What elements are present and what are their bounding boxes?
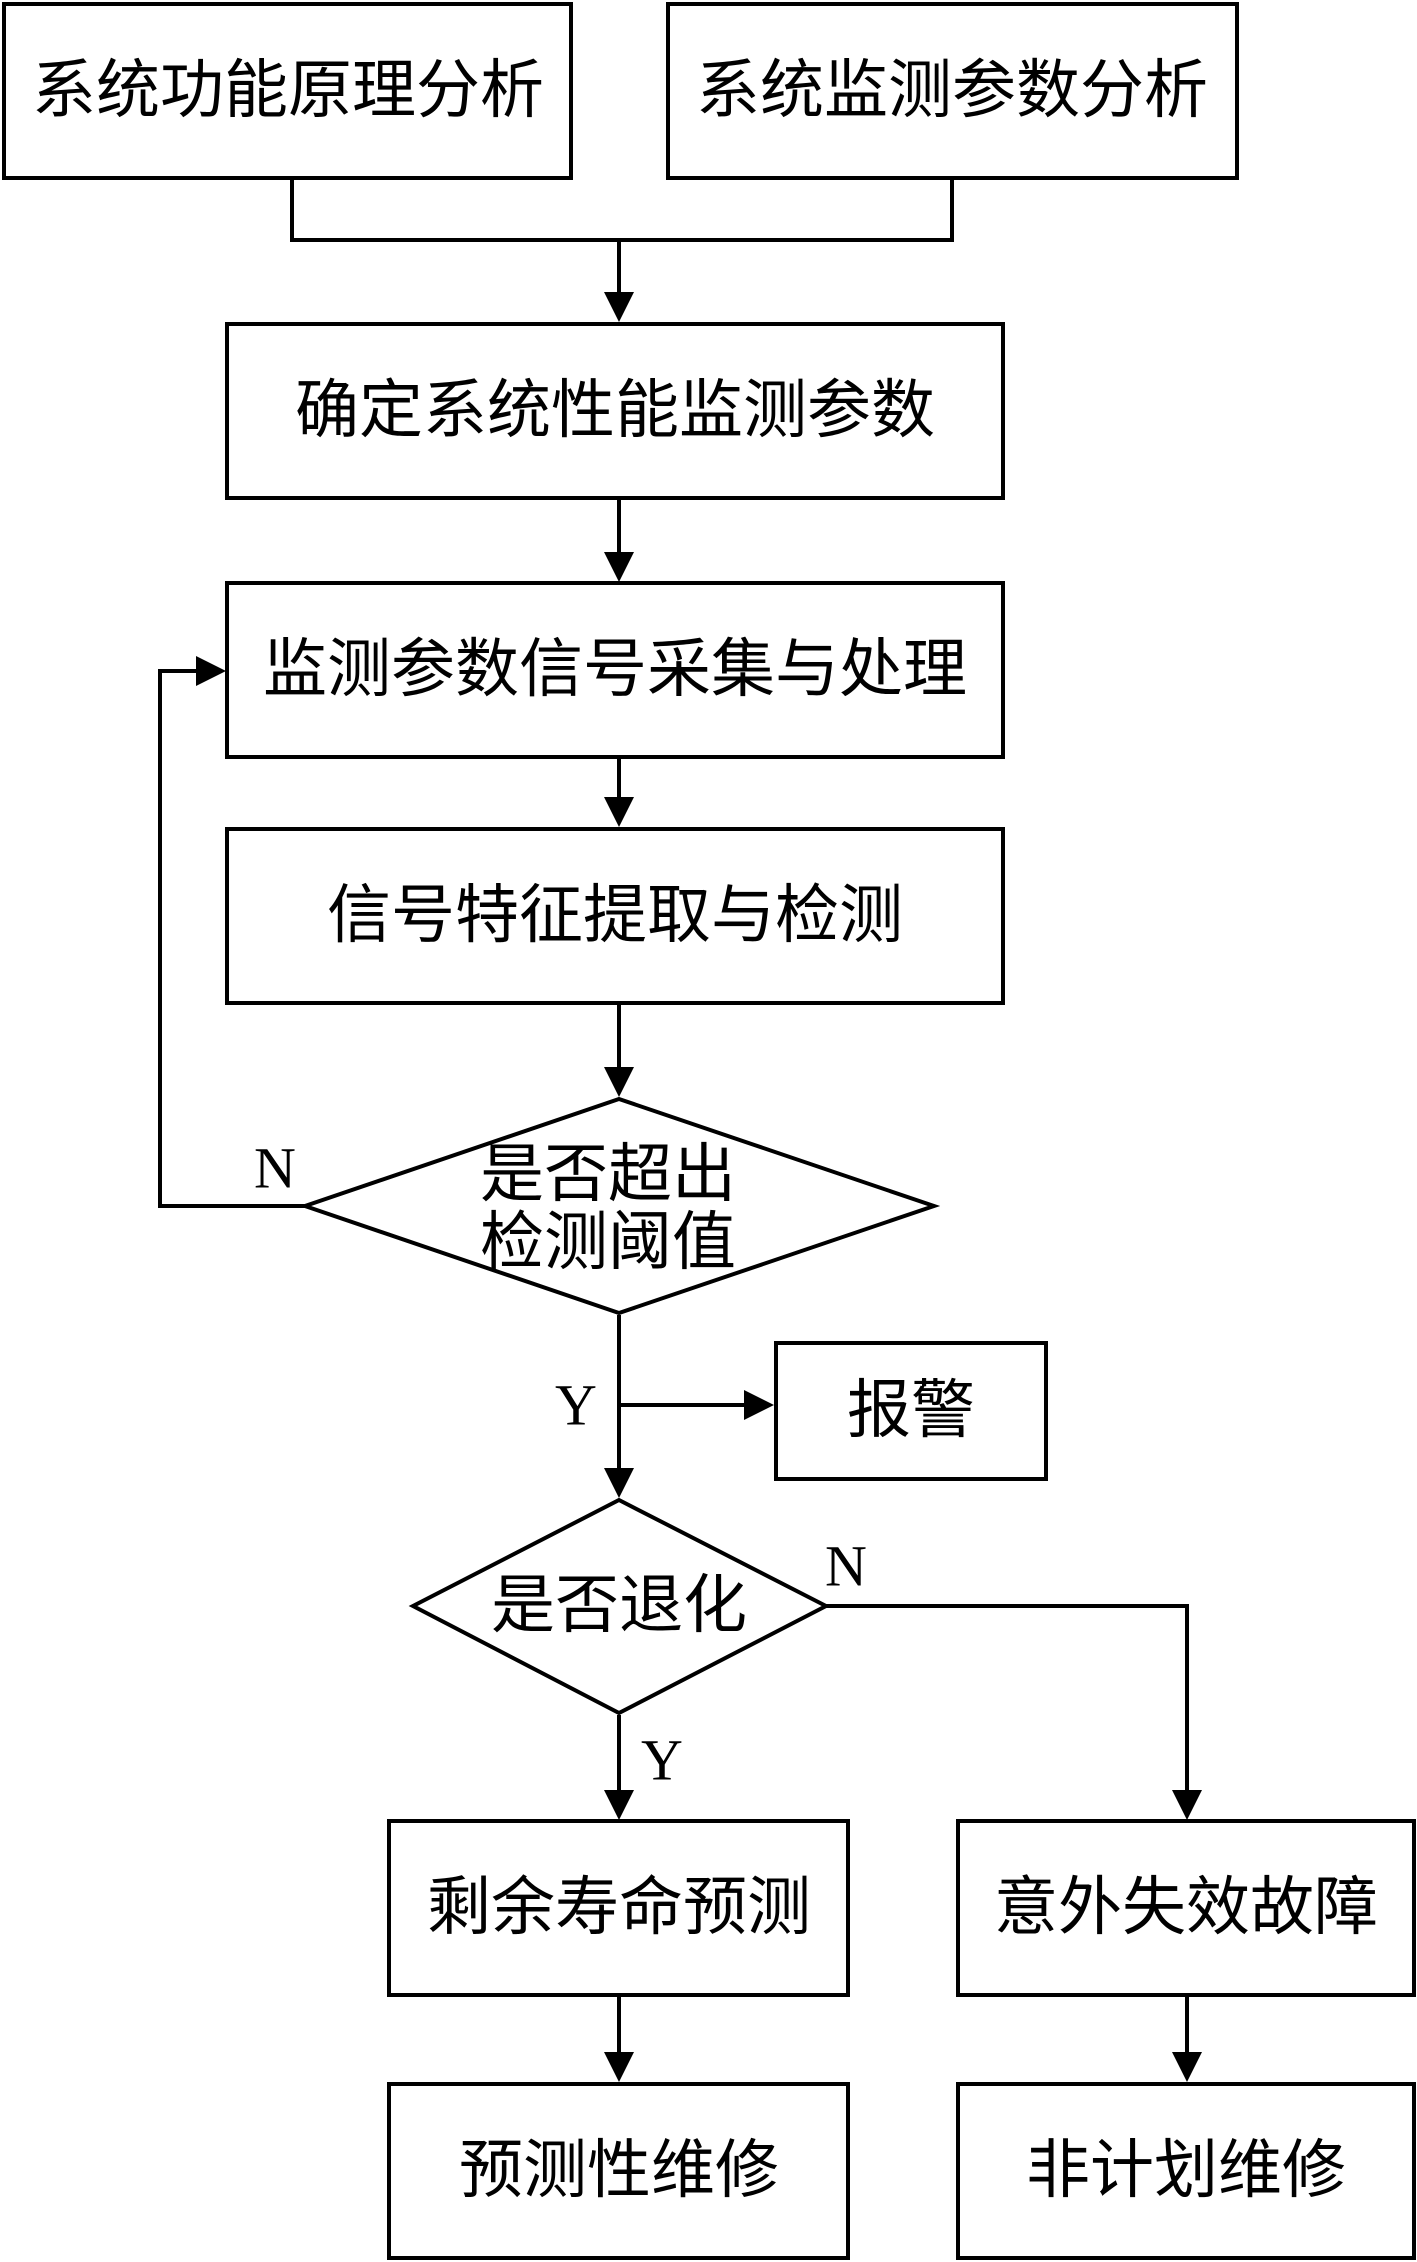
node-unexpected-failure-label: 意外失效故障 xyxy=(994,1871,1378,1945)
decision-threshold: 是否超出 检测阈值 xyxy=(298,1096,941,1316)
node-rul-prediction: 剩余寿命预测 xyxy=(387,1819,850,1997)
arrowhead-predictive xyxy=(604,2052,634,2082)
arrowhead-loop-back xyxy=(196,656,226,686)
node-sys-param-analysis: 系统监测参数分析 xyxy=(666,2,1239,180)
node-unplanned-maintenance: 非计划维修 xyxy=(956,2082,1416,2260)
edge-label-degradation-no: N xyxy=(825,1534,867,1599)
node-alarm-label: 报警 xyxy=(847,1374,975,1448)
arrowhead-feature xyxy=(604,797,634,827)
edge-label-degradation-yes: Y xyxy=(641,1728,683,1793)
node-sys-function-analysis: 系统功能原理分析 xyxy=(2,2,573,180)
decision-threshold-label-line1: 是否超出 xyxy=(480,1138,736,1212)
node-feature-extraction-label: 信号特征提取与检测 xyxy=(327,879,903,953)
connector-degradation-no xyxy=(826,1604,1189,1794)
node-predictive-maintenance: 预测性维修 xyxy=(387,2082,850,2260)
node-unplanned-maintenance-label: 非计划维修 xyxy=(1026,2134,1346,2208)
node-determine-params-label: 确定系统性能监测参数 xyxy=(295,374,935,448)
edge-label-threshold-no: N xyxy=(254,1136,296,1201)
arrowhead-degradation xyxy=(604,1468,634,1498)
connectors xyxy=(158,178,1202,2082)
node-sys-param-analysis-label: 系统监测参数分析 xyxy=(696,54,1208,128)
node-determine-params: 确定系统性能监测参数 xyxy=(225,322,1005,500)
node-unexpected-failure: 意外失效故障 xyxy=(956,1819,1416,1997)
connector-threshold-no-loop xyxy=(158,669,305,1208)
node-alarm: 报警 xyxy=(774,1341,1048,1481)
arrowhead-determine xyxy=(604,292,634,322)
node-signal-acquisition-label: 监测参数信号采集与处理 xyxy=(263,633,967,707)
arrowhead-unexpected-failure xyxy=(1172,1790,1202,1820)
connector-top-merge xyxy=(290,178,954,242)
node-sys-function-analysis-label: 系统功能原理分析 xyxy=(32,54,544,128)
arrowhead-alarm xyxy=(744,1390,774,1420)
decision-degradation: 是否退化 xyxy=(408,1497,831,1716)
arrowhead-unplanned xyxy=(1172,2052,1202,2082)
decision-threshold-label-line2: 检测阈值 xyxy=(480,1206,736,1280)
arrowhead-rul xyxy=(604,1790,634,1820)
edge-label-threshold-yes: Y xyxy=(555,1373,597,1438)
node-predictive-maintenance-label: 预测性维修 xyxy=(459,2134,779,2208)
decision-degradation-label: 是否退化 xyxy=(491,1569,747,1643)
arrowhead-threshold xyxy=(604,1067,634,1097)
node-signal-acquisition: 监测参数信号采集与处理 xyxy=(225,581,1005,759)
node-rul-prediction-label: 剩余寿命预测 xyxy=(427,1871,811,1945)
node-feature-extraction: 信号特征提取与检测 xyxy=(225,827,1005,1005)
arrowhead-acquisition xyxy=(604,552,634,582)
